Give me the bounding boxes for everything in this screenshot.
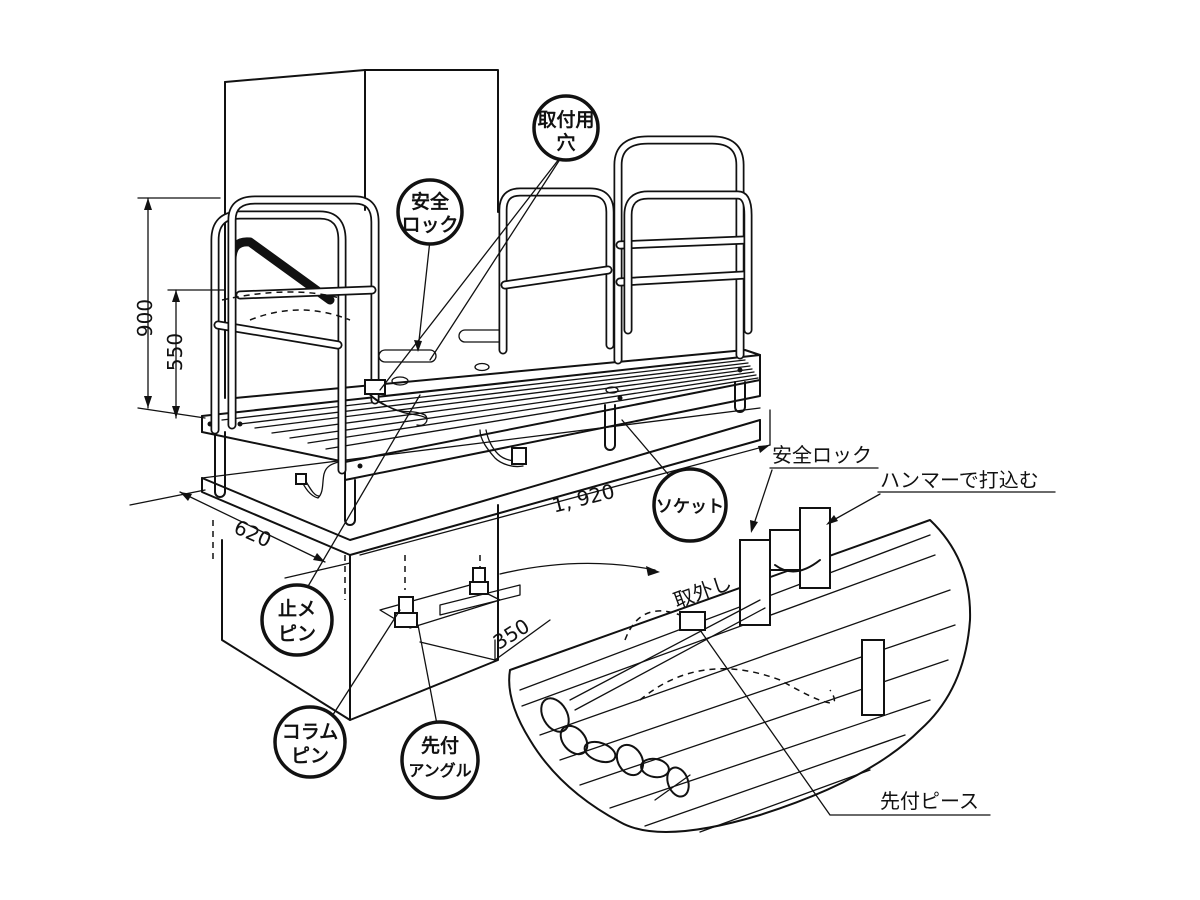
safety-lock-line1: 安全 — [411, 190, 450, 213]
platform-legs — [214, 381, 746, 526]
dim-900: 900 — [133, 299, 157, 337]
platform — [201, 329, 761, 556]
stop-pin-line1: 止メ — [278, 598, 316, 620]
dim-1920: 1, 920 — [550, 479, 618, 518]
removal-arrow — [499, 562, 660, 576]
column-block — [212, 69, 499, 721]
callout-socket: ソケット — [652, 467, 728, 543]
removal-label: 取外し — [670, 570, 735, 613]
stop-pin-line2: ピン — [278, 623, 316, 645]
floor-sockets — [379, 555, 521, 629]
mounting-hole-line2: 穴 — [556, 131, 575, 154]
guard-rails — [210, 135, 753, 475]
dimensions — [129, 197, 771, 661]
hammer-label: ハンマーで打込む — [880, 468, 1039, 492]
callout-safety-lock: 安全 ロック — [396, 178, 464, 246]
safety-lock-label: 安全ロック — [772, 443, 872, 467]
tip-piece-label: 先付ピース — [880, 789, 979, 813]
column-pin-line2: ピン — [291, 745, 329, 767]
dim-550: 550 — [163, 333, 187, 371]
callout-tip-angle: 先付 アングル — [400, 720, 480, 800]
deck-slats — [221, 359, 759, 450]
callout-stop-pin: 止メ ピン — [260, 583, 334, 657]
tip-angle-line2: アングル — [408, 761, 471, 780]
mounting-hole-line1: 取付用 — [537, 108, 594, 131]
column-pin-line1: コラム — [282, 721, 338, 743]
callout-mounting-hole: 取付用 穴 — [532, 94, 600, 162]
callout-column-pin: コラム ピン — [273, 705, 347, 779]
safety-lock-line2: ロック — [401, 214, 458, 236]
socket-text: ソケット — [656, 497, 724, 517]
detail-inset — [508, 507, 972, 833]
tip-angle-line1: 先付 — [421, 734, 459, 757]
inset-chain — [540, 697, 691, 801]
